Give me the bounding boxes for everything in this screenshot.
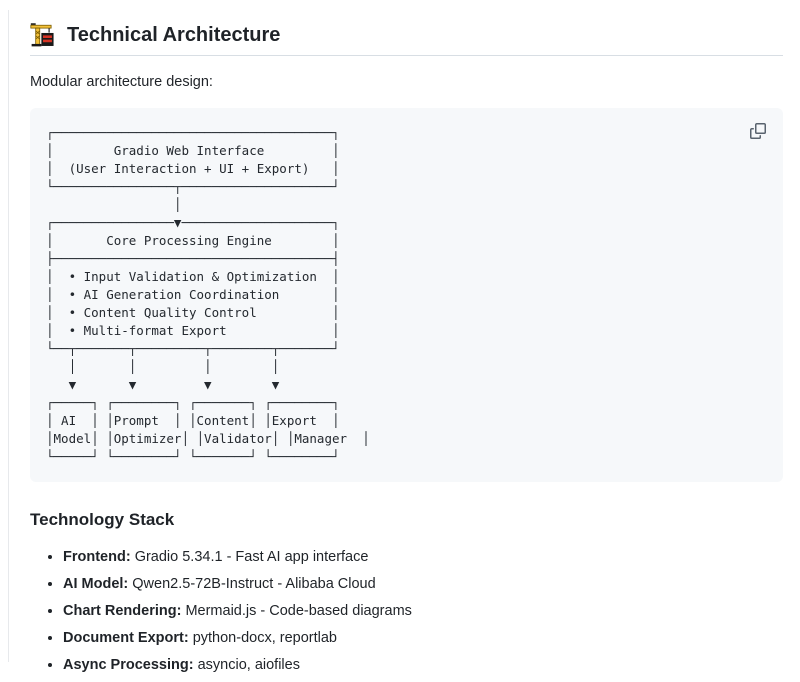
tech-stack-item: Chart Rendering: Mermaid.js - Code-based… <box>63 600 783 622</box>
tech-stack-item: Frontend: Gradio 5.34.1 - Fast AI app in… <box>63 546 783 568</box>
tech-stack-item-label: Frontend: <box>63 549 131 565</box>
copy-icon <box>750 123 766 142</box>
intro-text: Modular architecture design: <box>30 74 213 90</box>
tech-stack-item-label: AI Model: <box>63 576 129 592</box>
tech-stack-item-label: Document Export: <box>63 630 189 646</box>
tech-stack-item-desc: Qwen2.5-72B-Instruct - Alibaba Cloud <box>132 576 376 592</box>
copy-button[interactable] <box>743 116 773 146</box>
page-left-border <box>8 10 9 662</box>
tech-stack-list: Frontend: Gradio 5.34.1 - Fast AI app in… <box>30 546 783 676</box>
tech-stack-item-desc: asyncio, aiofiles <box>197 657 300 673</box>
tech-stack-item-desc: Gradio 5.34.1 - Fast AI app interface <box>134 549 369 565</box>
tech-stack-item-desc: Mermaid.js - Code-based diagrams <box>185 603 412 619</box>
tech-stack-item: Document Export: python-docx, reportlab <box>63 627 783 649</box>
page-title-text: Technical Architecture <box>67 24 281 46</box>
page-title: Technical Architecture <box>30 22 783 56</box>
ascii-architecture-diagram: ┌─────────────────────────────────────┐ … <box>46 125 370 464</box>
markdown-content: Technical Architecture Modular architect… <box>30 22 783 676</box>
tech-stack-item-label: Chart Rendering: <box>63 603 182 619</box>
tech-stack-item-desc: python-docx, reportlab <box>192 630 337 646</box>
code-block: ┌─────────────────────────────────────┐ … <box>30 108 783 482</box>
tech-stack-item: Async Processing: asyncio, aiofiles <box>63 654 783 676</box>
construction-crane-icon <box>30 22 56 48</box>
subsection-title: Technology Stack <box>30 510 175 529</box>
tech-stack-item: AI Model: Qwen2.5-72B-Instruct - Alibaba… <box>63 573 783 595</box>
tech-stack-item-label: Async Processing: <box>63 657 194 673</box>
